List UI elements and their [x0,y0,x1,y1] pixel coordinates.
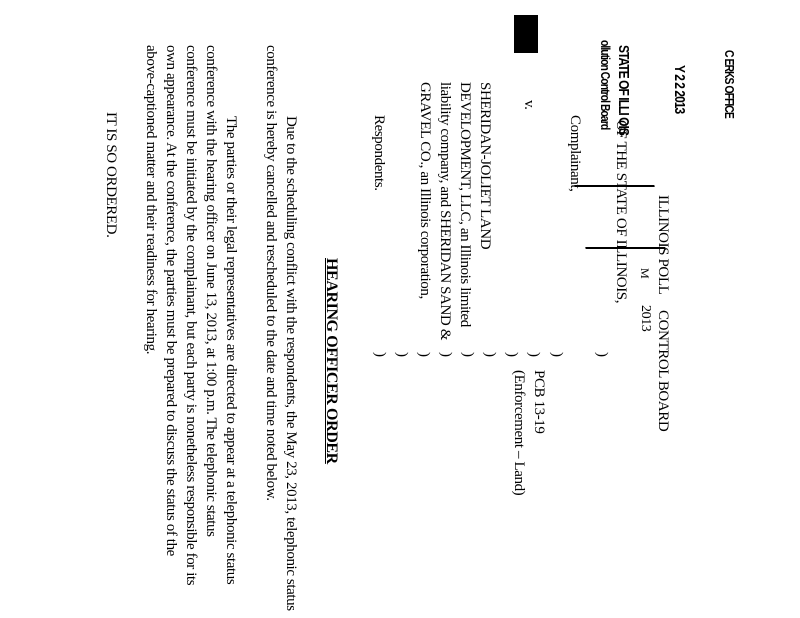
respondent-role: Respondents. [371,115,387,191]
case-number: PCB 13-19 [531,370,547,434]
received-stamp-year: 2013 [638,305,653,332]
paragraph1-line: conference is hereby cancelled and resch… [263,45,279,501]
paragraph2-line: conference must be initiated by the comp… [183,45,199,586]
caption-paren: ) [482,352,498,357]
respondent-line: GRAVEL CO., an Illinois corporation, [417,82,433,299]
order-title: HEARING OFFICER ORDER [323,258,340,464]
received-stamp-fragment: M [638,268,652,279]
redaction-mark [514,15,538,53]
case-type: (Enforcement – Land) [511,370,527,496]
caption-paren: ) [416,352,432,357]
respondent-line: SHERIDAN-JOLIET LAND [477,82,493,250]
caption-paren: ) [594,352,610,357]
board-name-right: CONTROL BOARD [655,310,671,432]
versus-label: v. [521,100,537,110]
paragraph2-line: own appearance. At the conference, the p… [163,45,179,556]
respondent-line: liability company, and SHERIDAN SAND & [437,82,453,340]
date-stamp: Y 2 2 2013 [671,65,688,114]
complainant-role: Complainant, [567,115,583,192]
caption-paren: ) [438,352,454,357]
closing-statement: IT IS SO ORDERED. [103,112,119,238]
state-stamp-line2: ollution Control Board [598,40,613,130]
paragraph2-line: above-captioned matter and their readine… [143,45,159,355]
caption-paren: ) [394,352,410,357]
clerks-office-stamp: C ERKS OFFICE [722,50,737,118]
caption-paren: ) [504,352,520,357]
paragraph2-line: The parties or their legal representativ… [223,116,239,585]
paragraph1-line: Due to the scheduling conflict with the … [283,116,299,611]
complainant-name: OF THE STATE OF ILLINOIS, [613,120,629,304]
respondent-line: DEVELOPMENT, LLC, an Illinois limited [457,82,473,327]
caption-paren: ) [372,352,388,357]
caption-paren: ) [549,352,565,357]
paragraph2-line: conference with the hearing officer on J… [203,45,219,537]
caption-paren: ) [460,352,476,357]
caption-paren: ) [526,352,542,357]
